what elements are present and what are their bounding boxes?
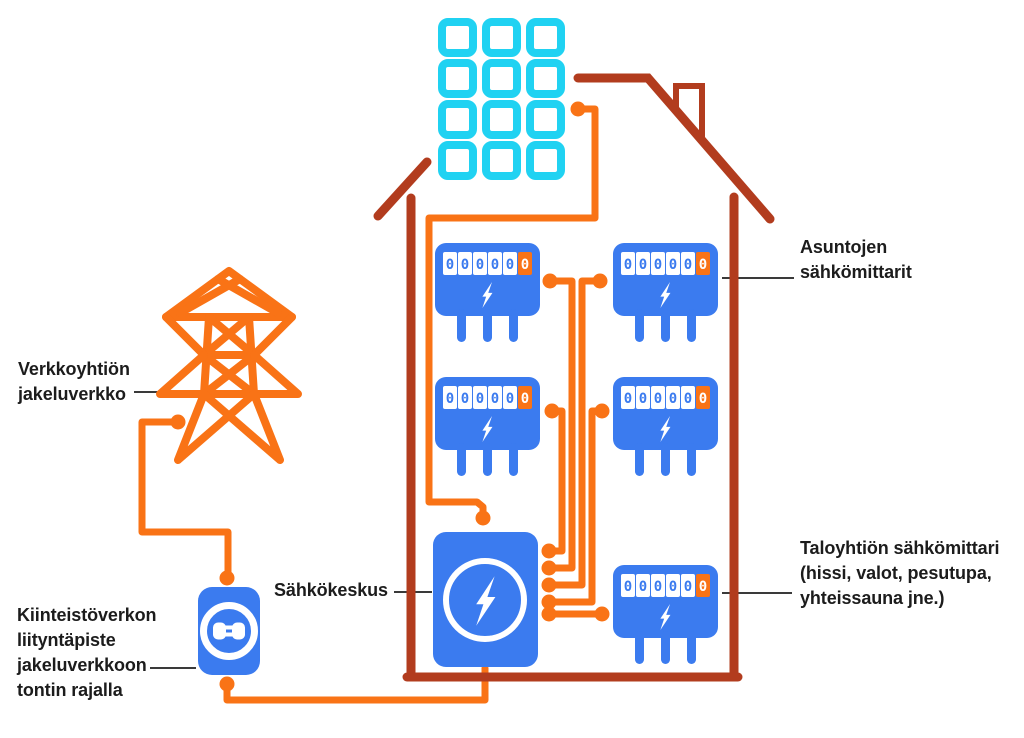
pylon-body <box>200 313 258 398</box>
solar-cell <box>482 18 521 57</box>
pylon-apex-brace <box>176 275 282 317</box>
house-outline <box>373 73 775 682</box>
wire-connection-to-panel <box>223 664 489 704</box>
solar-cell <box>526 18 565 57</box>
wire-junction-dot <box>541 560 557 576</box>
wire-junction-dot <box>219 570 235 586</box>
chimney <box>673 83 705 145</box>
wire-junction-dot <box>475 510 491 526</box>
wire-grid-to-connection <box>138 418 232 578</box>
pylon-lower-arm <box>156 351 302 398</box>
solar-cell <box>438 100 477 139</box>
solar-cell <box>526 59 565 98</box>
solar-cell <box>438 59 477 98</box>
power-pylon-icon <box>156 267 302 464</box>
wire-junction-dot <box>570 101 586 117</box>
solar-cell <box>526 100 565 139</box>
wire-meter1-to-panel <box>546 277 576 572</box>
apartment-meter-4 <box>613 377 718 476</box>
plug-left <box>213 622 226 640</box>
solar-cell <box>482 59 521 98</box>
solar-cell <box>438 18 477 57</box>
plug-icon <box>213 622 245 640</box>
wire-junction-dot <box>592 273 608 289</box>
panel-circle <box>443 558 527 642</box>
wire-junction-dot <box>541 543 557 559</box>
solar-cell <box>482 141 521 180</box>
wire-junction-dot <box>219 676 235 692</box>
grid-connection-point-icon <box>198 587 260 675</box>
wire-junction-dot <box>594 606 610 622</box>
wire-junction-dots <box>170 101 610 692</box>
wire-meter2-to-panel <box>547 277 604 589</box>
pylon-arm-brace-upper <box>162 313 296 359</box>
wire-junction-dot <box>541 594 557 610</box>
wire-meter3-to-panel <box>547 407 566 555</box>
connection-ring <box>200 602 258 660</box>
wire-solar-to-panel <box>425 105 599 516</box>
housing-company-meter <box>613 565 718 664</box>
wire-junction-dot <box>541 606 557 622</box>
wire-junction-dot <box>544 403 560 419</box>
roof-right-slope <box>573 73 775 224</box>
pylon-body-brace <box>200 313 258 398</box>
roof-left-slope <box>373 157 432 221</box>
plug-right <box>232 622 245 640</box>
plug-prong <box>223 632 235 637</box>
wire-junction-dot <box>594 403 610 419</box>
connection-box <box>198 587 260 675</box>
solar-cell <box>438 141 477 180</box>
label-apartment-meters: Asuntojen sähkömittarit <box>800 237 912 282</box>
apartment-meter-3 <box>435 377 540 476</box>
apartment-meter-2 <box>613 243 718 342</box>
devices <box>198 243 718 675</box>
solar-cell <box>526 141 565 180</box>
wire-junction-dot <box>542 273 558 289</box>
label-main-panel: Sähkökeskus <box>274 580 388 600</box>
pylon-legs <box>174 390 284 464</box>
plug-prong <box>223 625 235 630</box>
label-grid-network: Verkkoyhtiön jakeluverkko <box>18 359 130 404</box>
main-distribution-board-icon <box>433 532 538 667</box>
label-housing-company-meter: Taloyhtiön sähkömittari (hissi, valot, p… <box>800 538 1000 608</box>
apartment-meter-1 <box>435 243 540 342</box>
solar-panel-icon <box>438 18 565 180</box>
solar-cell <box>482 100 521 139</box>
wire-junction-dot <box>541 577 557 593</box>
pylon-apex <box>162 267 296 321</box>
wire-junction-dot <box>170 414 186 430</box>
label-connection-point: Kiinteistöverkon liityntäpiste jakeluver… <box>17 605 157 700</box>
